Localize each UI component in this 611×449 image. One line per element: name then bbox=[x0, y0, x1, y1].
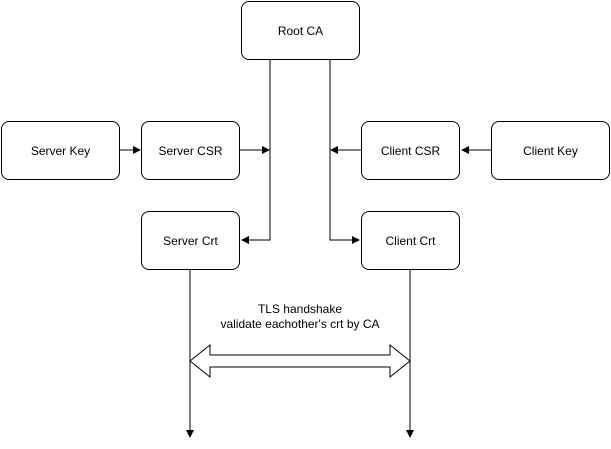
client-key-label: Client Key bbox=[523, 143, 578, 158]
server-key-node: Server Key bbox=[1, 121, 120, 180]
arrow-rootca-to-servercrt bbox=[241, 60, 271, 244]
handshake-description: validate eachother's crt by CA bbox=[220, 317, 380, 331]
server-key-label: Server Key bbox=[30, 143, 91, 158]
root-ca-node: Root CA bbox=[241, 1, 360, 60]
client-key-node: Client Key bbox=[491, 121, 610, 180]
root-ca-label: Root CA bbox=[277, 23, 324, 38]
handshake-double-arrow bbox=[189, 343, 411, 379]
server-csr-node: Server CSR bbox=[141, 121, 240, 180]
server-crt-label: Server Crt bbox=[163, 233, 218, 248]
arrow-rootca-to-clientcrt bbox=[329, 60, 360, 244]
client-csr-label: Client CSR bbox=[380, 143, 441, 158]
server-crt-node: Server Crt bbox=[141, 211, 240, 270]
client-crt-node: Client Crt bbox=[361, 211, 460, 270]
handshake-title: TLS handshake bbox=[257, 302, 343, 316]
server-csr-label: Server CSR bbox=[158, 143, 223, 158]
client-csr-node: Client CSR bbox=[361, 121, 460, 180]
client-crt-label: Client Crt bbox=[385, 233, 436, 248]
